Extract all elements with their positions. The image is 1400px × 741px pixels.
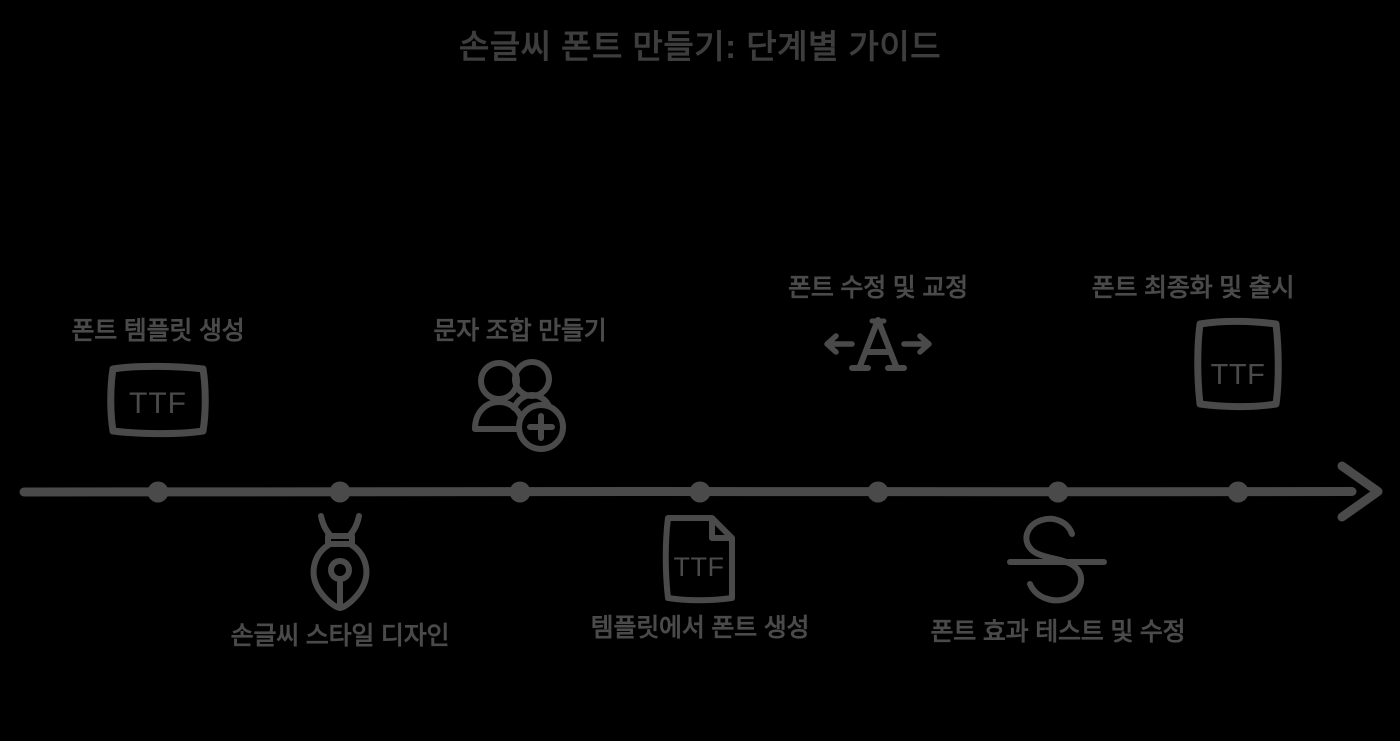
strikethrough-s-icon: [908, 510, 1208, 610]
timeline-node-dot: [1047, 481, 1069, 503]
timeline-node-5-label: 폰트 수정 및 교정: [788, 274, 968, 302]
calligraphy-pen-nib-icon: [190, 508, 490, 614]
timeline-node-dot: [147, 481, 169, 503]
timeline-node-dot: [509, 481, 531, 503]
timeline-node-dot: [867, 481, 889, 503]
page-title: 손글씨 폰트 만들기: 단계별 가이드: [458, 28, 942, 65]
timeline-node-3-label: 문자 조합 만들기: [433, 317, 607, 345]
timeline-node-1[interactable]: 폰트 템플릿 생성 TTF: [8, 315, 308, 443]
ttf-file-icon: TTF: [550, 510, 850, 606]
ttf-box-icon: TTF: [1088, 314, 1388, 414]
timeline-node-4[interactable]: TTF 템플릿에서 폰트 생성: [550, 510, 850, 646]
timeline-node-7-label: 폰트 최종화 및 출시: [1091, 274, 1295, 302]
timeline-node-7[interactable]: 폰트 최종화 및 출시 TTF: [1088, 272, 1388, 414]
svg-text:TTF: TTF: [1211, 359, 1266, 391]
timeline-line: [19, 486, 1357, 497]
timeline-node-dot: [329, 481, 351, 503]
timeline-node-5[interactable]: 폰트 수정 및 교정: [728, 272, 1028, 376]
add-user-group-icon: [370, 357, 670, 453]
timeline-node-6-label: 폰트 효과 테스트 및 수정: [930, 618, 1186, 646]
timeline-node-6[interactable]: 폰트 효과 테스트 및 수정: [908, 510, 1208, 650]
timeline-node-dot: [1227, 481, 1249, 503]
timeline-node-3[interactable]: 문자 조합 만들기: [370, 315, 670, 453]
svg-text:TTF: TTF: [674, 552, 725, 582]
svg-text:TTF: TTF: [129, 387, 187, 420]
timeline-node-dot: [689, 481, 711, 503]
timeline-node-4-label: 템플릿에서 폰트 생성: [590, 614, 810, 642]
timeline-arrowhead: [1337, 461, 1383, 522]
timeline-node-2[interactable]: 손글씨 스타일 디자인: [190, 508, 490, 654]
ttf-tag-icon: TTF: [8, 357, 308, 443]
letter-spacing-a-icon: [728, 314, 1028, 376]
timeline-node-2-label: 손글씨 스타일 디자인: [230, 622, 450, 650]
timeline-node-1-label: 폰트 템플릿 생성: [71, 317, 245, 345]
